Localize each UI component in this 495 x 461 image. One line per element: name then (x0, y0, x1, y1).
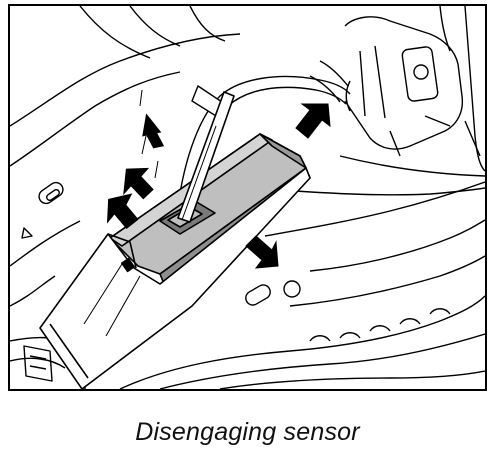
arrow-up-icon (106, 193, 139, 230)
arrow-up-left-icon (142, 113, 165, 149)
figure-caption: Disengaging sensor (135, 418, 360, 446)
arrow-up-icon (123, 167, 154, 200)
mounting-bracket (39, 167, 311, 389)
diagram-frame (8, 4, 487, 391)
movement-arrows (106, 103, 331, 269)
sensor-illustration (10, 6, 485, 389)
arrow-up-right-icon (295, 103, 331, 139)
body-panel-contours (10, 6, 485, 389)
arrow-down-right-icon (245, 235, 279, 269)
motion-ticks (139, 89, 159, 179)
connector-fixture (309, 16, 481, 157)
